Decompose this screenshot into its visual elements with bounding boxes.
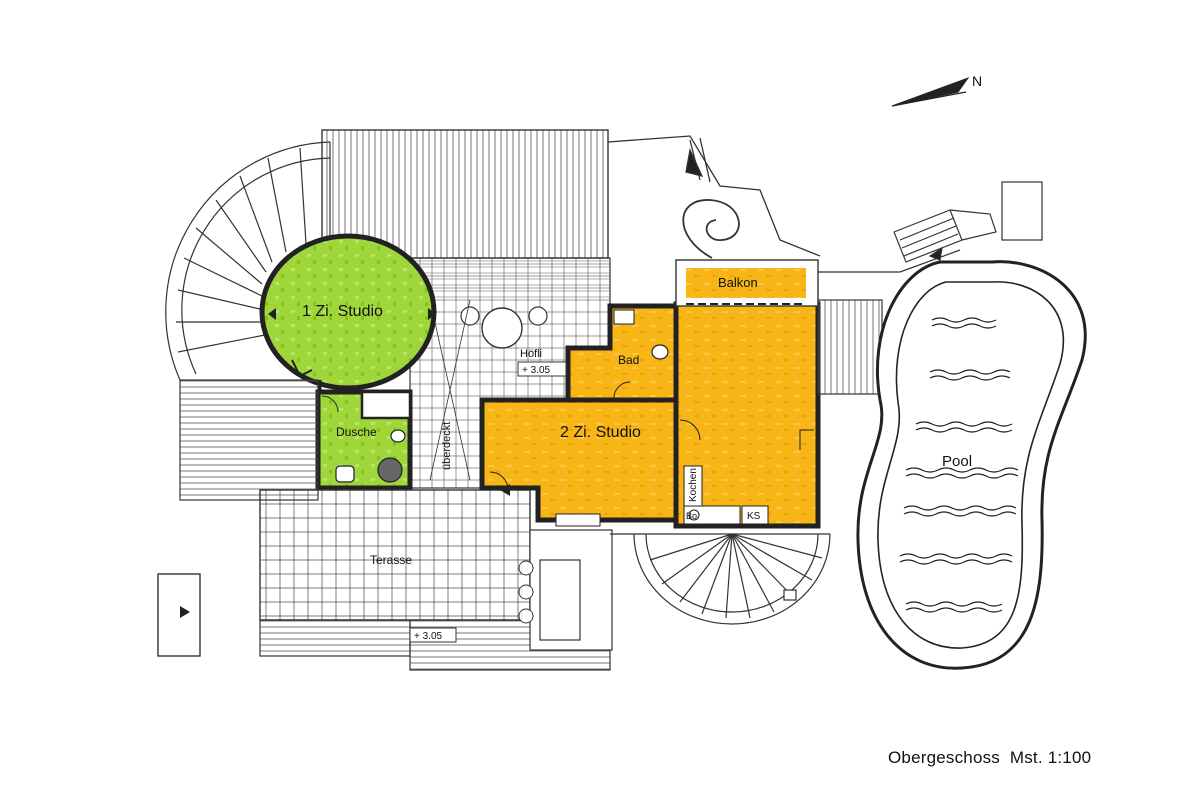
entry-steps bbox=[893, 181, 1043, 263]
pool bbox=[856, 260, 1087, 670]
balkon-room bbox=[675, 259, 819, 307]
caption-scale: Mst. 1:100 bbox=[1009, 748, 1092, 767]
hoefli-label: Höfli bbox=[520, 348, 542, 360]
dusche-room bbox=[315, 389, 413, 491]
north-arrow-icon bbox=[891, 76, 970, 107]
spiral-stair-left bbox=[165, 141, 331, 381]
terasse-label: Terasse bbox=[370, 553, 412, 567]
bad-label: Bad bbox=[618, 353, 639, 367]
deck-right bbox=[817, 299, 883, 395]
studio1-label: 1 Zi. Studio bbox=[302, 303, 383, 320]
studio1-room bbox=[259, 233, 437, 394]
roof-right-outline bbox=[607, 135, 821, 259]
plan-caption: Obergeschoss Mst. 1:100 bbox=[888, 748, 1091, 768]
hoefli-level: + 3.05 bbox=[522, 365, 551, 376]
table-icon bbox=[481, 307, 523, 349]
north-label: N bbox=[972, 73, 982, 89]
deck-left bbox=[179, 379, 319, 501]
kochen-label: Kochen bbox=[688, 468, 699, 502]
studio2-label: 2 Zi. Studio bbox=[560, 424, 641, 441]
caption-floor: Obergeschoss bbox=[888, 748, 1001, 767]
dusche-label: Dusche bbox=[336, 425, 377, 439]
bo-label: Bo bbox=[686, 511, 697, 521]
stair-bottom bbox=[610, 533, 831, 625]
ueberdeckt-label: überdeckt bbox=[441, 422, 453, 470]
terasse-floor bbox=[259, 489, 531, 621]
pool-label: Pool bbox=[942, 453, 972, 470]
main-room-right bbox=[673, 301, 821, 529]
terasse-level: + 3.05 bbox=[414, 631, 443, 642]
ks-label: KS bbox=[747, 511, 761, 522]
balkon-label: Balkon bbox=[718, 275, 758, 290]
